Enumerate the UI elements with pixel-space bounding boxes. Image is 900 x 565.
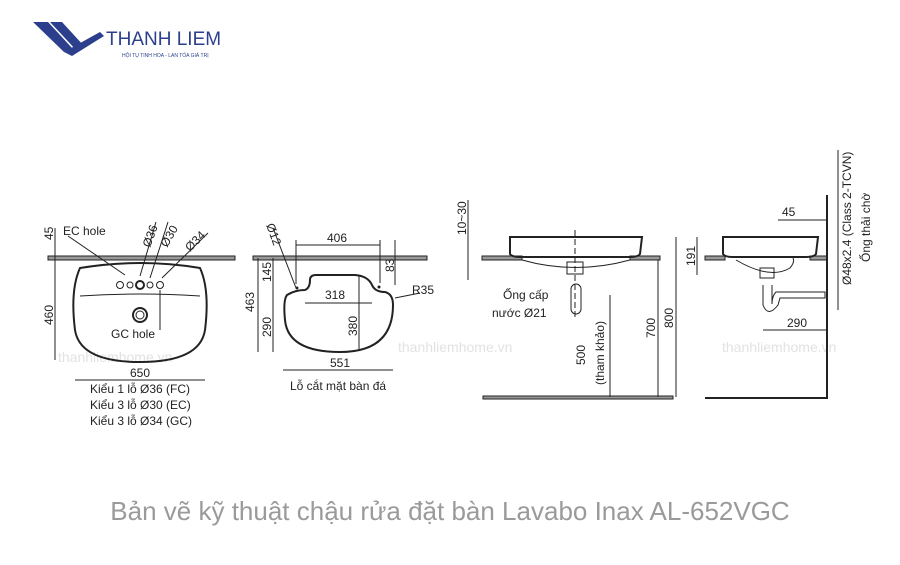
dim-290-side: 290	[787, 316, 807, 330]
dim-r35: R35	[412, 283, 434, 297]
logo: THANH LIEM HỘI TỤ TINH HOA - LAN TỎA GIÁ…	[33, 22, 221, 59]
dim-45-side: 45	[782, 205, 796, 219]
drain-hole	[132, 307, 148, 323]
dim-45: 45	[42, 226, 56, 240]
dim-551: 551	[330, 356, 350, 370]
faucet-holes	[116, 280, 164, 290]
drain-label: Ống thải chờ	[858, 193, 873, 262]
watermark: thanhliemhome.vn	[398, 339, 512, 355]
dim-406: 406	[327, 231, 347, 245]
top-view: EC hole GC hole Ø36 Ø30 Ø34 45 460 650 K…	[42, 221, 236, 428]
note-1: Kiểu 1 lỗ Ø36 (FC)	[90, 381, 190, 396]
dim-460: 460	[42, 305, 56, 325]
supply-label-1: Ống cấp	[503, 287, 549, 302]
dim-700: 700	[644, 318, 658, 338]
side-view: 45 191 290 Ø48x2.4 (Class 2-TCVN) Ống th…	[684, 150, 873, 399]
dim-500: 500	[574, 345, 588, 365]
watermark: thanhliemhome.vn	[58, 349, 172, 365]
supply-label-2: nước Ø21	[492, 306, 547, 320]
dim-d30: Ø30	[157, 223, 181, 250]
gc-hole-label: GC hole	[111, 327, 155, 341]
dim-800: 800	[662, 308, 676, 328]
drawing-caption: Bản vẽ kỹ thuật chậu rửa đặt bàn Lavabo …	[110, 496, 790, 526]
ec-hole-label: EC hole	[63, 224, 106, 238]
dim-380: 380	[346, 316, 360, 336]
dim-500-note: (tham khảo)	[593, 321, 607, 385]
dim-d12: Ø12	[263, 221, 284, 247]
note-3: Kiểu 3 lỗ Ø34 (GC)	[90, 413, 192, 428]
dim-463: 463	[243, 292, 257, 312]
dim-650: 650	[130, 366, 150, 380]
drain-spec: Ø48x2.4 (Class 2-TCVN)	[840, 152, 854, 285]
logo-name: THANH LIEM	[106, 29, 221, 50]
logo-tagline: HỘI TỤ TINH HOA - LAN TỎA GIÁ TRỊ	[122, 52, 209, 59]
watermark: thanhliemhome.vn	[722, 339, 836, 355]
note-2: Kiểu 3 lỗ Ø30 (EC)	[90, 397, 191, 412]
dim-191: 191	[684, 246, 698, 266]
cutout-view: Ø12 406 83 145 463 290 318 380 551 R35 L…	[243, 221, 434, 393]
dim-d36: Ø36	[140, 223, 161, 249]
dim-10-30: 10~30	[455, 201, 469, 235]
cutout-caption: Lỗ cắt mặt bàn đá	[290, 378, 386, 393]
dim-290: 290	[260, 317, 274, 337]
front-view: 10~30 Ống cấp nước Ø21 500 (tham khảo) 7…	[455, 200, 677, 400]
dim-83: 83	[383, 258, 397, 272]
dim-145: 145	[260, 262, 274, 282]
dim-318: 318	[325, 288, 345, 302]
dim-d34: Ø34	[182, 228, 208, 254]
